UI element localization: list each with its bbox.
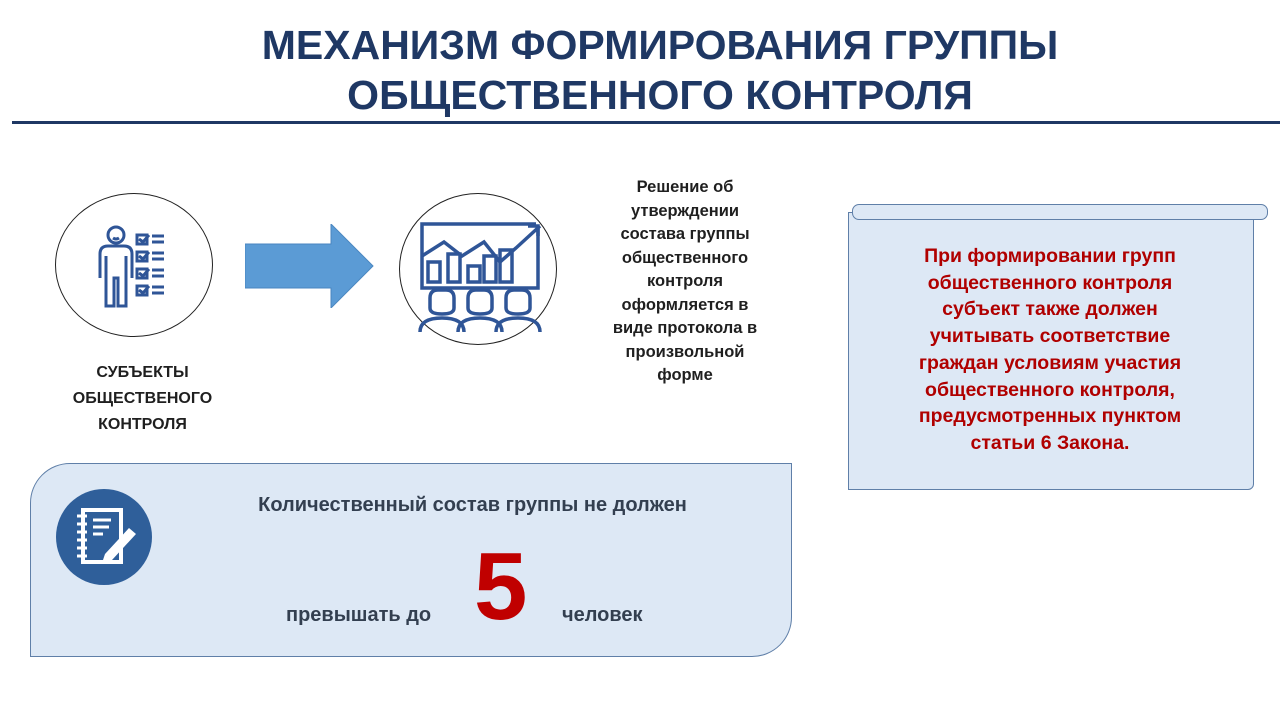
subjects-circle [55,193,213,337]
scroll-roll [852,204,1268,220]
person-checklist-icon [98,225,164,308]
limit-suffix: человек [562,604,643,626]
decision-circle [399,193,557,345]
group-chart-icon [418,222,542,333]
limit-text: Количественный состав группы не должен [258,494,687,516]
arrow-right-icon [245,224,374,308]
note-scroll [848,212,1254,490]
title-divider [12,121,1280,124]
limit-box [30,463,792,657]
limit-prefix: превышать до [286,604,432,626]
notebook-pen-icon [56,489,152,585]
limit-number: 5 [474,533,528,640]
